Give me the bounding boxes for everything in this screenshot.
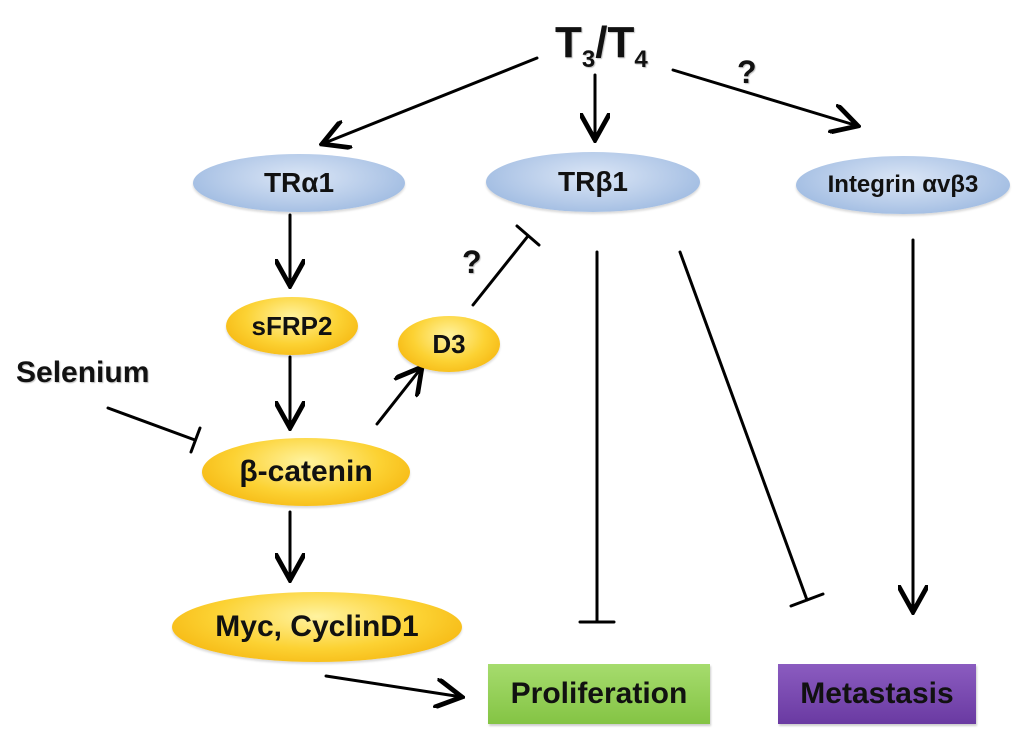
edge-t3t4-to-integrin: [671, 68, 858, 126]
edge-d3-to-trb1: [471, 234, 530, 307]
hormone-t-main-2: T: [607, 18, 635, 67]
outcome-proliferation-label: Proliferation: [510, 677, 688, 710]
node-d3: D3: [398, 316, 500, 372]
node-d3-label: D3: [432, 328, 466, 359]
node-tra1: TRα1: [193, 154, 405, 212]
inhibit-bar-d3: [515, 224, 541, 247]
outcome-proliferation: Proliferation: [488, 664, 710, 724]
outcome-metastasis-label: Metastasis: [800, 677, 954, 710]
edge-trb1-to-metastasis: [678, 250, 809, 602]
node-beta-catenin-label: β-catenin: [239, 455, 373, 488]
node-beta-catenin: β-catenin: [202, 438, 410, 506]
hormone-slash: /: [595, 18, 608, 67]
question-mark-integrin: ?: [737, 54, 757, 90]
hormone-label: T3/T4: [555, 18, 648, 85]
node-sfrp2-label: sFRP2: [251, 310, 333, 341]
inhibit-bar-metastasis: [789, 592, 825, 608]
hormone-t-main: T: [555, 18, 582, 67]
edge-selenium-to-beta-catenin: [106, 406, 197, 442]
node-myc-label: Myc, CyclinD1: [215, 610, 419, 643]
node-myc-cyclind1: Myc, CyclinD1: [172, 592, 462, 662]
node-integrin-label: Integrin αvβ3: [827, 171, 979, 198]
inhibit-bar-selenium: [189, 426, 202, 454]
node-sfrp2: sFRP2: [226, 297, 358, 355]
hormone-sub-3: 3: [581, 45, 596, 73]
node-trb1-label: TRβ1: [558, 166, 628, 197]
edge-myc-to-proliferation: [324, 674, 462, 697]
edge-t3t4-to-tra1: [322, 56, 539, 144]
selenium-label: Selenium: [16, 356, 150, 389]
question-mark-d3: ?: [462, 244, 482, 280]
hormone-sub-4: 4: [634, 45, 648, 73]
node-integrin: Integrin αvβ3: [796, 156, 1010, 214]
outcome-metastasis: Metastasis: [778, 664, 976, 724]
node-tra1-label: TRα1: [263, 167, 335, 198]
edge-beta-catenin-to-d3: [375, 367, 422, 426]
node-trb1: TRβ1: [486, 152, 700, 212]
